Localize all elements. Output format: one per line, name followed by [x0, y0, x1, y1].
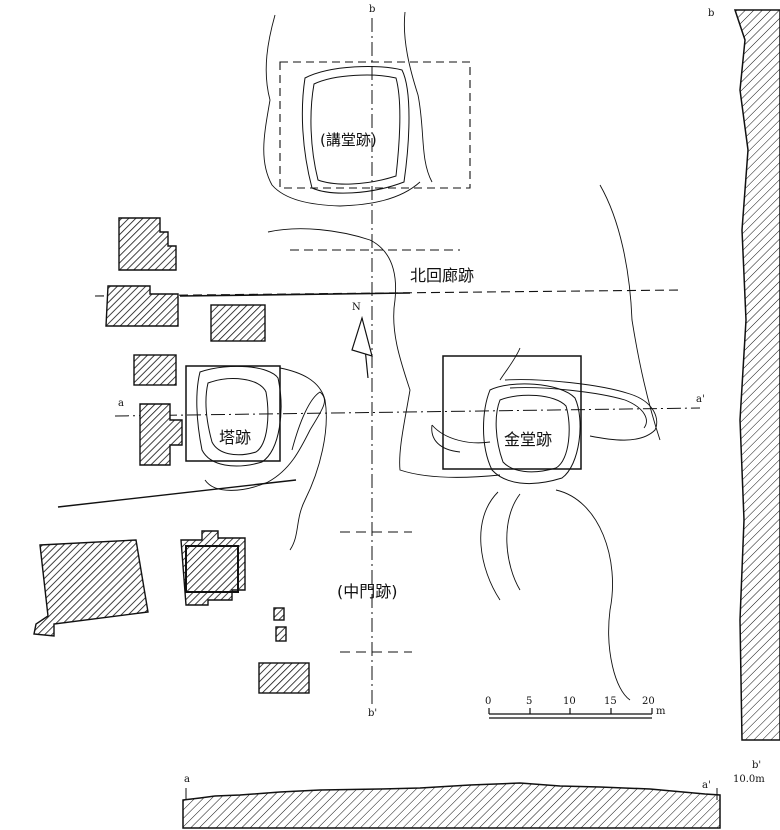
golden-hall-outline [442, 355, 582, 470]
section-mark-a-prime: a' [696, 394, 705, 405]
boundary-lines [57, 479, 297, 508]
section-mark-b-right: b [708, 8, 715, 19]
north-corridor-site [94, 249, 681, 297]
north-corridor-label: 北回廊跡 [410, 266, 475, 285]
profile-mark-a: a [184, 774, 190, 785]
scale-tick-15: 15 [604, 696, 617, 707]
lecture-hall-label: (講堂跡) [320, 131, 377, 149]
contour-line [504, 379, 658, 441]
elevation-label: 10.0m [733, 774, 765, 785]
building-inner-outline [185, 545, 239, 593]
section-axes [114, 18, 701, 705]
building [210, 304, 266, 342]
contour-line [499, 347, 521, 381]
north-arrow-label: N [352, 302, 361, 313]
contour-line [263, 14, 421, 207]
middle-gate-site [340, 531, 412, 653]
contour-line [480, 491, 521, 601]
profile-section-a [182, 782, 721, 829]
building [275, 626, 287, 642]
lecture-hall-contour-inner [310, 74, 401, 185]
contour-line [403, 11, 433, 183]
section-mark-b-prime: b' [368, 708, 378, 719]
building [273, 607, 285, 621]
scale-tick-0: 0 [485, 696, 492, 707]
scale-tick-20: 20 [642, 696, 655, 707]
building [118, 217, 177, 271]
terrain-contours [267, 184, 661, 478]
building [133, 354, 177, 386]
golden-hall-contour-outer [483, 383, 581, 484]
scale-unit: m [656, 706, 666, 717]
golden-hall-label: 金堂跡 [504, 430, 553, 449]
pagoda-label: 塔跡 [219, 428, 252, 447]
scale-tick-10: 10 [563, 696, 576, 707]
scale-bar [488, 708, 653, 719]
section-mark-a: a [118, 398, 124, 409]
lecture-hall-outline [279, 61, 471, 189]
contour-line [204, 391, 325, 491]
section-mark-b: b [369, 4, 376, 15]
golden-hall-contour-inner [495, 394, 570, 473]
building [180, 530, 246, 606]
cliff-section-b [733, 9, 780, 741]
pagoda-contour-inner [205, 378, 269, 456]
profile-marks [185, 788, 718, 800]
section-mark-b-prime-right: b' [752, 760, 762, 771]
middle-gate-label: (中門跡) [337, 582, 398, 601]
scale-tick-5: 5 [526, 696, 533, 707]
building [33, 539, 149, 637]
contour-line [555, 489, 631, 701]
modern-buildings [33, 217, 310, 694]
contour-line [279, 367, 327, 551]
pagoda-site [185, 365, 327, 551]
lecture-hall-site [263, 11, 471, 207]
axis-a [114, 407, 701, 417]
golden-hall-site [431, 347, 658, 701]
profile-mark-a-prime: a' [702, 780, 711, 791]
building [258, 662, 310, 694]
pagoda-contour-outer [196, 365, 282, 467]
building [105, 285, 179, 327]
north-arrow-icon [351, 315, 373, 379]
building [139, 403, 183, 466]
contour-line [431, 424, 491, 453]
lecture-hall-contour-outer [301, 65, 410, 194]
contour-line [509, 387, 647, 429]
